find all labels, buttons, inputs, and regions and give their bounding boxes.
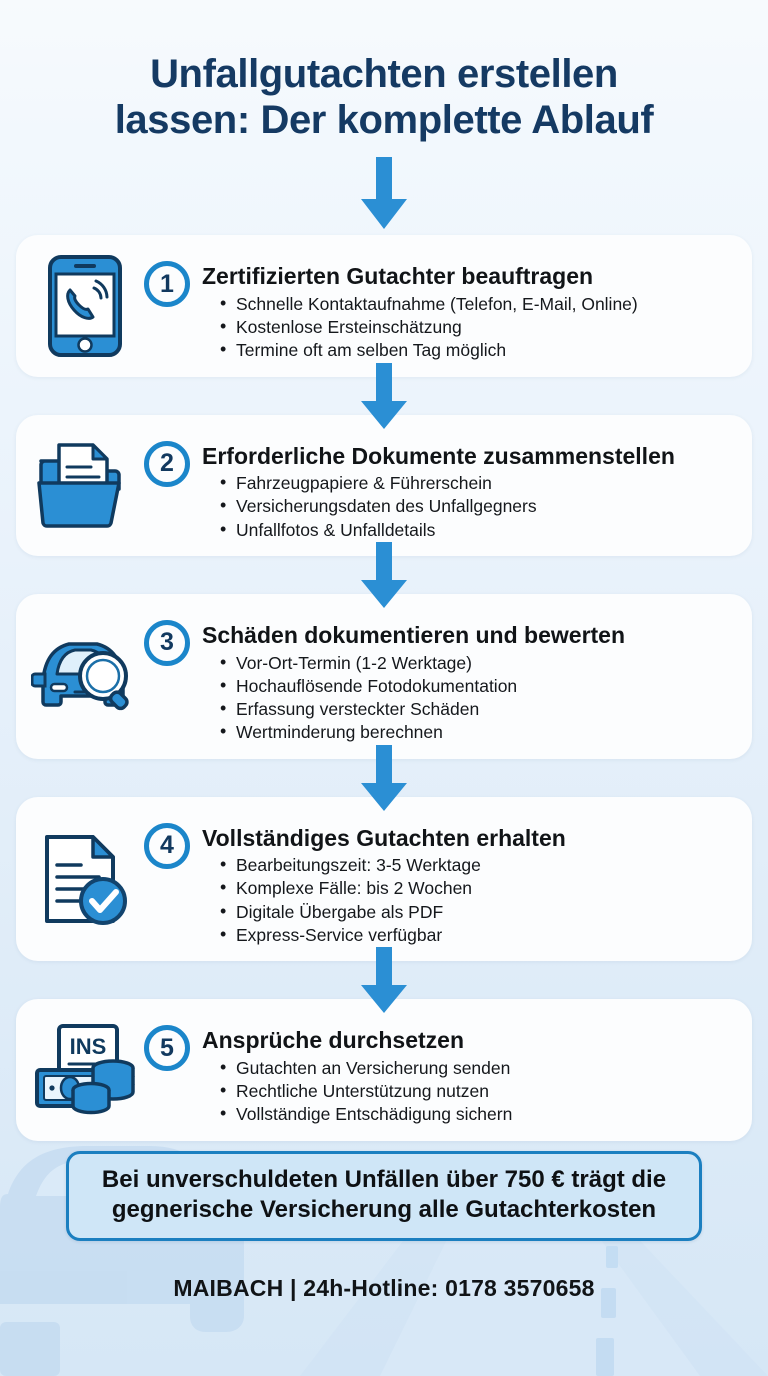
bullet-item: Digitale Übergabe als PDF [202,900,734,924]
folder-document-icon [26,431,144,539]
down-arrow-icon [361,947,407,1014]
step-title: Vollständiges Gutachten erhalten [202,824,566,851]
bullet-item: Express-Service verfügbar [202,923,734,947]
callout-line-1: Bei unverschuldeten Unfällen über 750 € … [101,1165,667,1193]
bullet-item: Erfassung versteckter Schäden [202,697,734,721]
step-card-2[interactable]: 2 Erforderliche Dokumente zusammenstelle… [16,414,752,556]
step-bullets: Schnelle Kontaktaufnahme (Telefon, E-Mai… [202,292,734,363]
page-title: Unfallgutachten erstellen lassen: Der ko… [26,52,742,143]
poster-header: Unfallgutachten erstellen lassen: Der ko… [0,0,768,143]
steps-list: 1 Zertifizierten Gutachter beauftragen S… [0,235,768,1141]
bullet-item: Termine oft am selben Tag möglich [202,338,734,362]
car-magnifier-icon [26,622,144,730]
step-card-1[interactable]: 1 Zertifizierten Gutachter beauftragen S… [16,235,752,377]
bullet-item: Unfallfotos & Unfalldetails [202,518,734,542]
callout-wrapper: Bei unverschuldeten Unfällen über 750 € … [0,1150,768,1242]
step-bullets: Fahrzeugpapiere & Führerschein Versicher… [202,471,734,542]
down-arrow-icon [361,362,407,429]
bullet-item: Vollständige Entschädigung sichern [202,1102,734,1126]
callout-text: Bei unverschuldeten Unfällen über 750 € … [87,1165,681,1225]
highlight-callout: Bei unverschuldeten Unfällen über 750 € … [66,1150,702,1242]
step-number-badge: 2 [144,440,190,487]
down-arrow-icon [361,541,407,608]
document-check-icon [26,825,144,933]
step-number-badge: 1 [144,261,190,308]
step-card-5[interactable]: INS [16,999,752,1141]
bullet-item: Vor-Ort-Termin (1-2 Werktage) [202,651,734,675]
title-line-2: lassen: Der komplette Ablauf [114,97,654,142]
step-title: Erforderliche Dokumente zusammenstellen [202,442,675,469]
bullet-item: Schnelle Kontaktaufnahme (Telefon, E-Mai… [202,292,734,316]
step-bullets: Vor-Ort-Termin (1-2 Werktage) Hochauflös… [202,651,734,745]
step-title: Schäden dokumentieren und bewerten [202,621,626,648]
bullet-item: Hochauflösende Fotodokumentation [202,674,734,698]
down-arrow-icon [361,157,407,230]
step-card-4[interactable]: 4 Vollständiges Gutachten erhalten Bearb… [16,796,752,962]
bullet-item: Bearbeitungszeit: 3-5 Werktage [202,853,734,877]
ins-label: INS [70,1034,107,1059]
step-number-badge: 5 [144,1025,190,1072]
bullet-item: Wertminderung berechnen [202,720,734,744]
step-number-badge: 4 [144,822,190,869]
step-bullets: Gutachten an Versicherung senden Rechtli… [202,1056,734,1127]
step-title: Ansprüche durchsetzen [202,1027,464,1054]
step-number-badge: 3 [144,619,190,666]
brand-hotline-text: MAIBACH | 24h-Hotline: 0178 3570658 [173,1275,595,1302]
step-card-3[interactable]: 3 Schäden dokumentieren und bewerten Vor… [16,593,752,759]
step-bullets: Bearbeitungszeit: 3-5 Werktage Komplexe … [202,853,734,947]
down-arrow-icon [361,744,407,811]
bullet-item: Rechtliche Unterstützung nutzen [202,1079,734,1103]
insurance-money-icon: INS [26,1016,144,1124]
bullet-item: Komplexe Fälle: bis 2 Wochen [202,876,734,900]
bullet-item: Fahrzeugpapiere & Führerschein [202,471,734,495]
bullet-item: Kostenlose Ersteinschätzung [202,315,734,339]
smartphone-call-icon [26,252,144,360]
bullet-item: Gutachten an Versicherung senden [202,1056,734,1080]
poster-footer: MAIBACH | 24h-Hotline: 0178 3570658 [0,1275,768,1302]
title-line-1: Unfallgutachten erstellen [150,52,618,96]
bullet-item: Versicherungsdaten des Unfallgegners [202,494,734,518]
callout-line-2: gegnerische Versicherung alle Gutachterk… [111,1195,657,1223]
step-title: Zertifizierten Gutachter beauftragen [202,263,594,290]
